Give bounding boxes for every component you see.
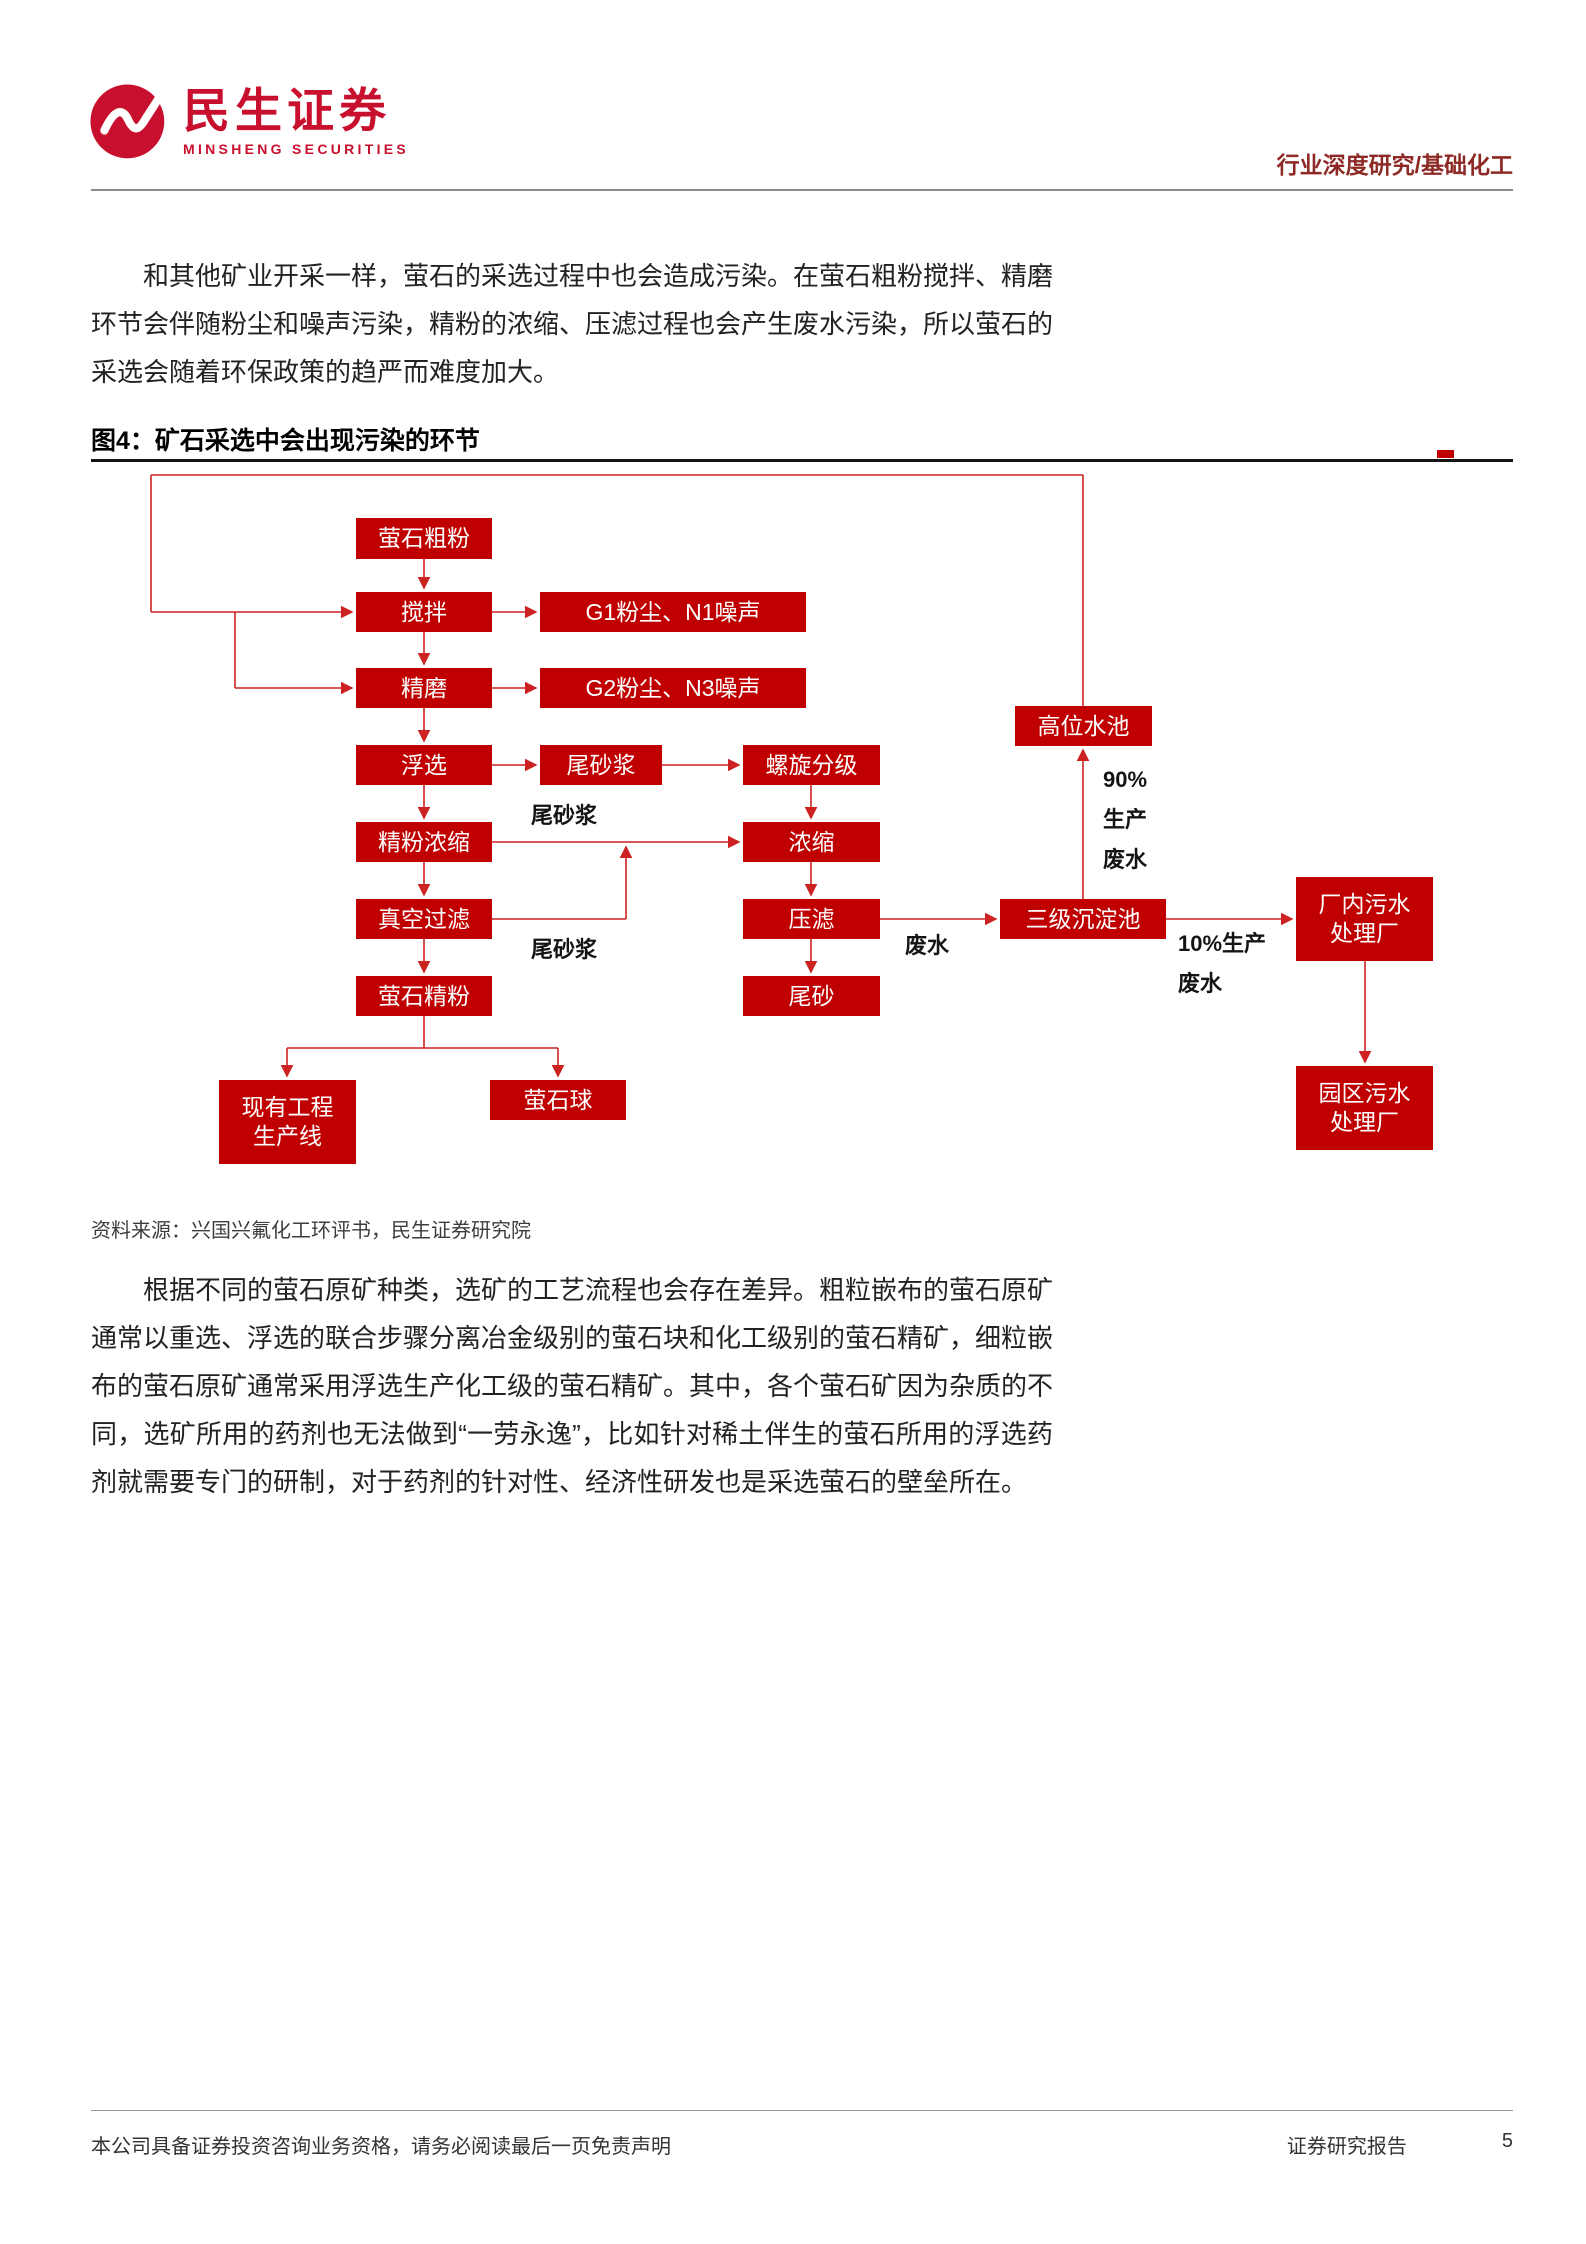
figure-title: 图4：矿石采选中会出现污染的环节 xyxy=(91,427,480,455)
flow-node-plant-sewage-treatment: 厂内污水 处理厂 xyxy=(1296,877,1433,961)
flow-label-tailing-slurry-1: 尾砂浆 xyxy=(531,803,598,828)
figure-title-underline xyxy=(91,459,1513,462)
flow-label-tailing-slurry-2: 尾砂浆 xyxy=(531,937,598,962)
footer-right-block: 证券研究报告 5 xyxy=(1287,2130,1513,2159)
flow-node-vacuum-filtration: 真空过滤 xyxy=(356,899,492,939)
flow-node-park-sewage-treatment: 园区污水 处理厂 xyxy=(1296,1066,1433,1150)
flow-label-wastewater: 废水 xyxy=(905,933,950,958)
figure-title-red-marker xyxy=(1437,450,1454,458)
flow-node-stirring: 搅拌 xyxy=(356,592,492,632)
flow-node-spiral-grading: 螺旋分级 xyxy=(743,745,880,785)
flow-node-fine-powder-concentration: 精粉浓缩 xyxy=(356,822,492,862)
flow-node-tailing-slurry: 尾砂浆 xyxy=(540,745,662,785)
flow-node-dust-noise-2: G2粉尘、N3噪声 xyxy=(540,668,806,708)
flow-node-dust-noise-1: G1粉尘、N1噪声 xyxy=(540,592,806,632)
footer-disclaimer: 本公司具备证券投资咨询业务资格，请务必阅读最后一页免责声明 xyxy=(91,2136,671,2158)
flow-label-10pct-wastewater: 10%生产 废水 xyxy=(1178,931,1267,996)
header-divider xyxy=(91,189,1513,191)
flow-node-tailing: 尾砂 xyxy=(743,976,880,1016)
flow-node-high-level-pool: 高位水池 xyxy=(1015,706,1152,746)
body-paragraph-2: 根据不同的萤石原矿种类，选矿的工艺流程也会存在差异。粗粒嵌布的萤石原矿通常以重选… xyxy=(91,1275,1054,1497)
footer-report-type: 证券研究报告 xyxy=(1286,2136,1407,2158)
logo-name-cn: 民生证券 xyxy=(183,83,391,137)
flow-node-concentration: 浓缩 xyxy=(743,822,880,862)
flow-node-press-filtration: 压滤 xyxy=(743,899,880,939)
footer-page-number: 5 xyxy=(1501,2130,1513,2152)
flow-node-fluorite-ball: 萤石球 xyxy=(490,1080,626,1120)
flow-node-existing-production-line: 现有工程 生产线 xyxy=(219,1080,356,1164)
report-category-label: 行业深度研究/基础化工 xyxy=(1276,152,1513,178)
minsheng-logo-icon xyxy=(88,78,170,165)
flow-node-three-stage-sedimentation: 三级沉淀池 xyxy=(1000,899,1166,939)
flow-label-90pct-wastewater: 90% 生产 废水 xyxy=(1103,767,1148,872)
footer-divider xyxy=(91,2110,1513,2111)
flow-node-flotation: 浮选 xyxy=(356,745,492,785)
minsheng-logo: 民生证券 MINSHENG SECURITIES xyxy=(88,78,409,165)
flowchart-connector-lines xyxy=(150,474,1372,1078)
pollution-flowchart: 萤石粗粉 搅拌 G1粉尘、N1噪声 精磨 G2粉尘、N3噪声 浮选 尾砂浆 螺旋… xyxy=(0,460,1586,1205)
logo-name-en: MINSHENG SECURITIES xyxy=(183,141,410,158)
flow-node-fluorite-coarse-powder: 萤石粗粉 xyxy=(356,518,492,559)
logo-text-block: 民生证券 MINSHENG SECURITIES xyxy=(183,83,410,158)
flow-node-fine-grinding: 精磨 xyxy=(356,668,492,708)
figure-source: 资料来源：兴国兴氟化工环评书，民生证券研究院 xyxy=(91,1220,531,1242)
body-paragraph-1: 和其他矿业开采一样，萤石的采选过程中也会造成污染。在萤石粗粉搅拌、精磨环节会伴随… xyxy=(91,261,1054,387)
flow-node-fluorite-fine-powder: 萤石精粉 xyxy=(356,976,492,1016)
